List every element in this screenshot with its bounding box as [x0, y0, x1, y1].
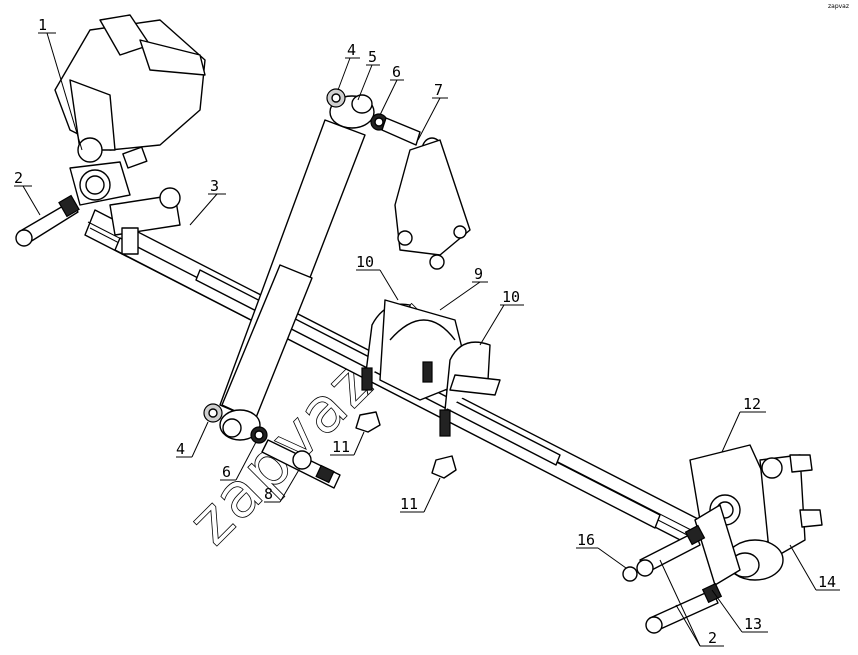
front-bolt	[15, 194, 80, 247]
nut-lower	[431, 455, 457, 479]
axle-pad	[379, 299, 471, 401]
callout-5: 5	[368, 48, 377, 66]
spring-clamp	[109, 187, 181, 255]
callout-14: 14	[818, 573, 836, 591]
front-bracket	[54, 14, 206, 206]
callout-13: 13	[744, 615, 762, 633]
nut-upper	[355, 411, 381, 433]
leader-lines	[14, 32, 840, 647]
callout-16: 16	[577, 531, 595, 549]
corner-mark: zapvaz	[828, 3, 849, 10]
callout-11-upper: 11	[332, 438, 350, 456]
shock-upper-bracket	[381, 117, 471, 270]
lower-shock-pin	[261, 439, 341, 489]
rear-bolt-upper	[636, 524, 706, 577]
rear-shackle-assembly	[689, 444, 823, 586]
u-bolt-right	[439, 341, 501, 437]
callout-2-front: 2	[14, 169, 23, 187]
callout-4-top: 4	[347, 41, 356, 59]
callout-11-lower: 11	[400, 495, 418, 513]
callout-4-bottom: 4	[176, 440, 185, 458]
callout-3: 3	[210, 177, 219, 195]
callout-10-right: 10	[502, 288, 520, 306]
callout-8: 8	[264, 485, 273, 503]
callout-7: 7	[434, 81, 443, 99]
rear-bolt-lower	[645, 582, 723, 634]
callout-1: 1	[38, 16, 47, 34]
callout-6-bottom: 6	[222, 463, 231, 481]
bolt-16	[622, 566, 638, 582]
shock-absorber	[219, 94, 375, 441]
callout-6-top: 6	[392, 63, 401, 81]
callout-10-left: 10	[356, 253, 374, 271]
callout-2-rear: 2	[708, 629, 717, 647]
callout-9: 9	[474, 265, 483, 283]
callout-12: 12	[743, 395, 761, 413]
